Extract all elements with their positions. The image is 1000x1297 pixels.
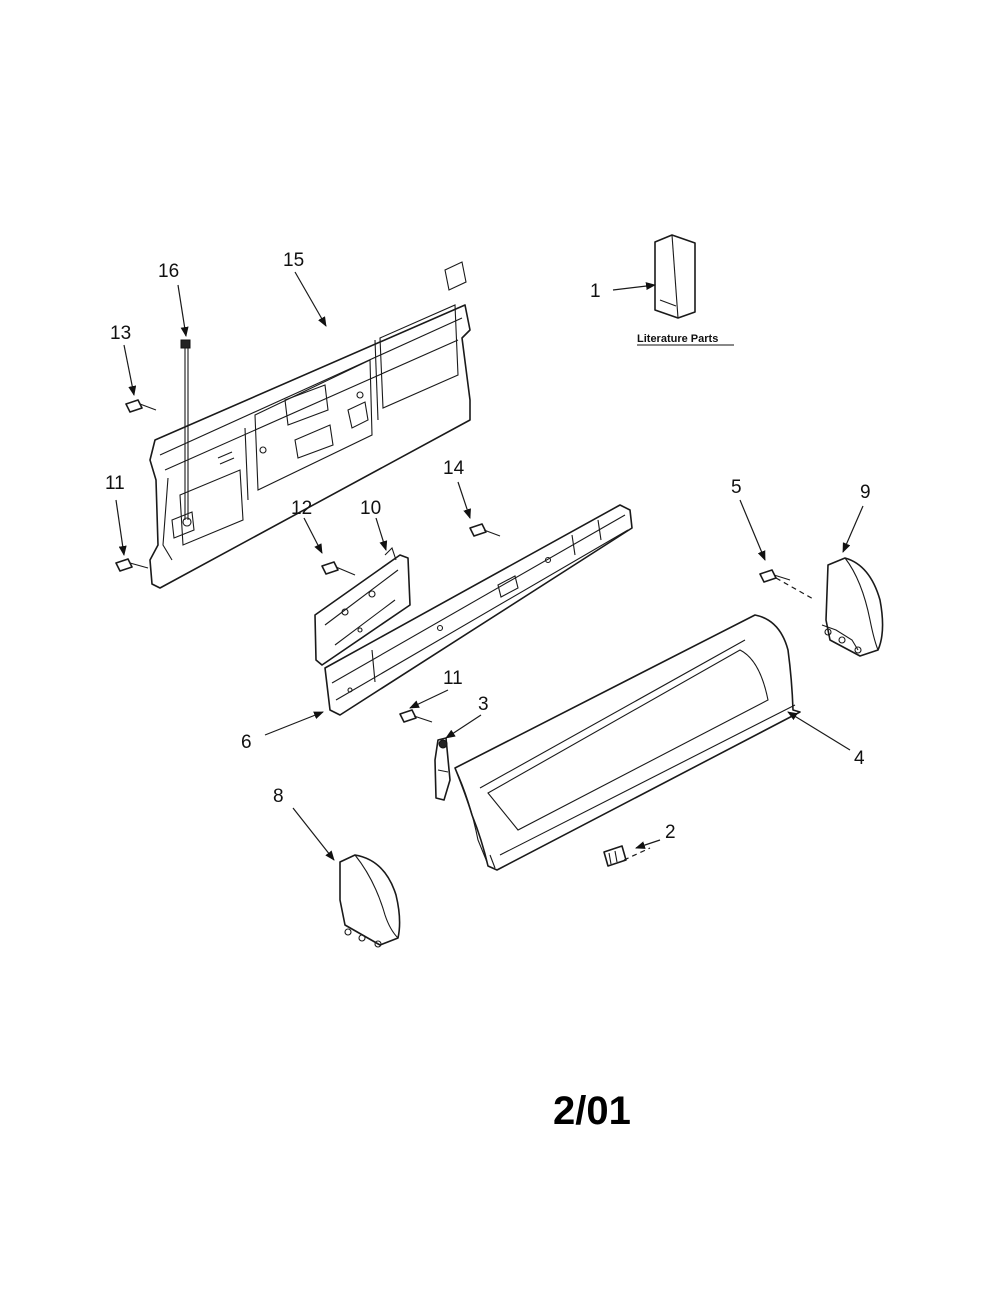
screw-part-14 [469,523,501,537]
callout-11-middle: 11 [443,668,463,689]
screw-part-11-left [115,558,149,572]
callout-9: 9 [860,482,871,503]
end-cap-left-part-8 [339,854,401,948]
callout-8: 8 [273,786,284,807]
literature-parts-label: Literature Parts [637,333,718,345]
screw-part-11-middle [399,709,433,723]
callout-4: 4 [854,748,865,769]
screw-part-13 [125,399,157,413]
clip-part-3 [434,737,451,801]
callout-14: 14 [443,458,465,479]
callout-10: 10 [360,498,381,519]
callout-16: 16 [158,261,179,282]
assembly-line-5-9 [775,577,816,601]
literature-part-1 [654,234,696,319]
callout-6: 6 [241,732,252,753]
rear-panel-part-15 [149,261,471,589]
callout-2: 2 [665,822,676,843]
assembly-line-2 [623,847,651,861]
callout-13: 13 [110,323,131,344]
control-board-part-10 [314,546,411,666]
clip-part-2 [603,845,627,867]
callout-1: 1 [590,281,601,302]
callout-labels: 1 2 3 4 5 6 8 9 10 11 11 12 13 14 15 16 [105,250,871,843]
console-bracket-part-6 [324,504,633,716]
screw-part-12 [321,561,356,576]
ground-screw-part-16 [180,339,191,520]
callout-5: 5 [731,477,742,498]
leader-lines [115,271,864,861]
callout-12: 12 [291,498,312,519]
end-cap-right-part-9 [821,557,884,657]
screw-part-5 [759,569,791,583]
date-code: 2/01 [553,1089,631,1133]
callout-11-left: 11 [105,473,125,494]
callout-3: 3 [478,694,489,715]
callout-15: 15 [283,250,304,271]
console-trim-part-4 [454,614,801,871]
